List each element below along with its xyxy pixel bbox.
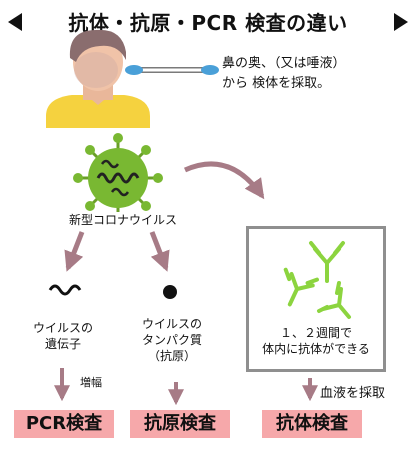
virus-label: 新型コロナウイルス [58, 212, 188, 228]
protein-label: ウイルスの タンパク質 （抗原） [126, 316, 218, 364]
gene-line2: 遺伝子 [44, 337, 81, 351]
antibodies-icon [283, 241, 351, 319]
swab-note-line1: 鼻の奥、（又は唾液） [222, 56, 346, 71]
amplify-label: 増幅 [80, 376, 102, 389]
protein-line2: タンパク質 [141, 333, 202, 347]
antibody-note-line1: １、２週間で [279, 326, 352, 340]
antibody-box: １、２週間で 体内に抗体ができる [246, 226, 386, 372]
protein-dot-icon [163, 285, 177, 299]
swab-note-line2: から 検体を採取。 [222, 76, 331, 91]
gene-line1: ウイルスの [32, 321, 93, 335]
antibody-note-line2: 体内に抗体ができる [262, 342, 370, 356]
arrow-to-antibody [183, 161, 265, 200]
blood-label: 血液を採取 [320, 386, 386, 401]
page-title: 抗体・抗原・PCR 検査の違い [0, 6, 416, 36]
swab-icon [125, 65, 219, 75]
antibody-note: １、２週間で 体内に抗体ができる [249, 325, 383, 357]
title-text: 抗体・抗原・PCR 検査の違い [68, 11, 348, 35]
arrow-to-protein [149, 231, 170, 272]
antigen-test-badge: 抗原検査 [130, 410, 230, 438]
person-icon [46, 29, 150, 128]
triangle-right-icon [394, 13, 408, 31]
arrow-to-gene [64, 231, 85, 272]
protein-line3: （抗原） [147, 349, 196, 363]
gene-label: ウイルスの 遺伝子 [20, 320, 106, 352]
triangle-left-icon [8, 13, 22, 31]
protein-line1: ウイルスの [141, 317, 202, 331]
pcr-test-badge: PCR検査 [14, 410, 114, 438]
virus-icon [73, 133, 163, 223]
antibody-test-badge: 抗体検査 [262, 410, 362, 438]
gene-squiggle-icon [48, 284, 82, 296]
swab-note: 鼻の奥、（又は唾液） から 検体を採取。 [222, 54, 346, 94]
